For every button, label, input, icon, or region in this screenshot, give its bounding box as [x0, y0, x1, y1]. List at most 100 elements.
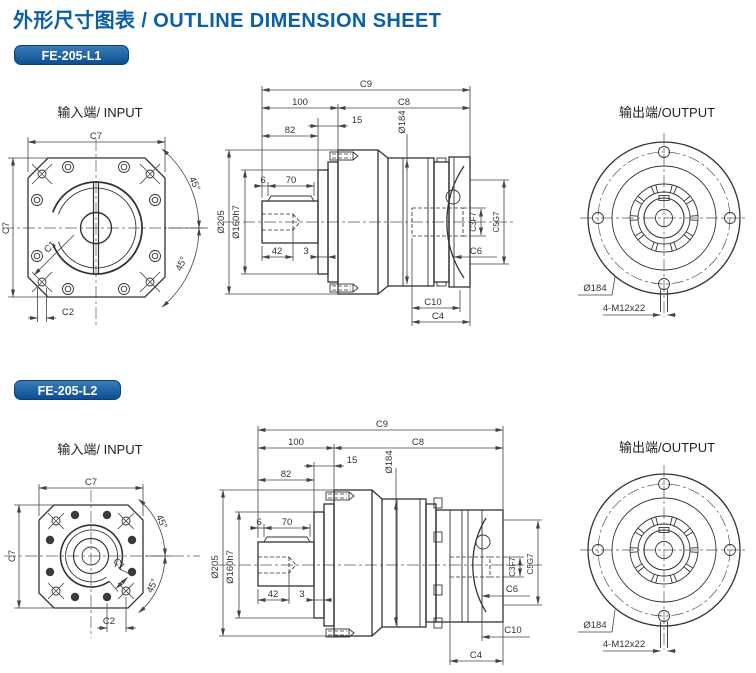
output-view-title: 输出端/OUTPUT [618, 105, 716, 120]
dim-c7-top: C7 [90, 131, 102, 142]
mount-screws [325, 491, 355, 638]
dim-c4: C4 [470, 650, 482, 661]
dim-42: 42 [268, 589, 279, 600]
corner-pin-holes [47, 512, 135, 600]
ring-clips [433, 497, 443, 629]
dim-100: 100 [288, 437, 304, 448]
dim-c10: C10 [504, 625, 521, 636]
output-bolt-label: 4-M12x22 [603, 303, 645, 314]
gear-spline [630, 184, 698, 252]
angle-upper-label: 45° [186, 175, 202, 193]
dim-3: 3 [299, 589, 304, 600]
output-dia184-label: Ø184 [583, 620, 606, 631]
dim-c10: C10 [424, 297, 441, 308]
page-title: 外形尺寸图表 / OUTLINE DIMENSION SHEET [13, 10, 442, 32]
bearing-arc [446, 165, 465, 279]
flange-outline [27, 157, 166, 298]
dimensions: C9 100 C8 15 82 Ø184 6 70 Ø205 Ø160h7 42… [216, 79, 509, 326]
angle-lower-label: 45° [145, 577, 161, 595]
dim-c6: C6 [506, 584, 518, 595]
clamp-ring [51, 181, 143, 275]
output-spigot-hidden [449, 556, 491, 578]
angle-arc-upper [138, 498, 168, 557]
centerlines [580, 133, 748, 317]
dim-3: 3 [303, 246, 308, 257]
angle-upper-label: 45° [153, 513, 169, 531]
shaft-key [267, 195, 315, 202]
output-view-drawing: Ø184 4-M12x22 [578, 465, 748, 653]
output-spigot-hidden [411, 207, 464, 237]
dim-c7-top: C7 [85, 477, 97, 488]
bolt-depth-lines [660, 621, 668, 648]
dim-15: 15 [347, 455, 358, 466]
input-view-title: 输入端/ INPUT [57, 105, 143, 120]
dim-82: 82 [281, 469, 292, 480]
input-view-drawing: C7 C7 C1 C2 45° 45° [1, 131, 208, 325]
shaft-bore-hidden [258, 556, 297, 574]
adapter-ring [425, 503, 437, 623]
flange-bolt-holes [592, 146, 736, 290]
output-view-drawing: Ø184 4-M12x22 [578, 133, 748, 317]
dim-c5: C5G7 [526, 553, 535, 574]
bolt-circle [597, 151, 731, 285]
dim-c2: C2 [62, 307, 74, 318]
output-dia184-label: Ø184 [583, 283, 606, 294]
dim-70: 70 [286, 175, 297, 186]
dim-c7-left: C7 [1, 222, 12, 234]
output-view-title: 输出端/OUTPUT [618, 440, 716, 455]
cone-transition [371, 489, 383, 637]
dim-dia184: Ø184 [384, 450, 395, 473]
output-flange-block [448, 156, 471, 288]
flange-outline [38, 504, 144, 609]
bolt-holes [31, 161, 161, 295]
dim-c9: C9 [376, 419, 388, 430]
model-badge: FE-205-L2 [14, 380, 121, 400]
dim-c3: C3F7 [508, 557, 517, 577]
dimensions: C9 100 C8 15 82 Ø184 6 70 Ø205 Ø160h7 42… [210, 419, 542, 665]
front-housing [337, 149, 379, 295]
input-shaft [257, 541, 315, 587]
dim-c3: C3F7 [469, 212, 478, 232]
output-flange-circles [587, 473, 741, 627]
corner-pin-holes [31, 163, 161, 293]
dia184-leader [578, 276, 616, 296]
flange-hole [475, 534, 491, 550]
dim-100: 100 [292, 97, 308, 108]
dim-82: 82 [285, 125, 296, 136]
center-bore [79, 211, 113, 245]
dim-c5: C5G7 [492, 211, 501, 232]
side-view-drawing: C9 100 C8 15 82 Ø184 6 70 Ø205 Ø160h7 42… [210, 419, 542, 665]
dim-c4: C4 [432, 311, 444, 322]
angle-lower-label: 45° [174, 255, 190, 273]
second-stage [435, 509, 504, 623]
dim-70: 70 [282, 517, 293, 528]
front-housing [333, 489, 373, 637]
dim-6: 6 [260, 175, 265, 186]
side-view-drawing: C9 100 C8 15 82 Ø184 6 70 Ø205 Ø160h7 42… [216, 79, 516, 326]
input-view-drawing: C1 C2 C7 C7 45° 45° [4, 477, 200, 638]
dim-6: 6 [256, 517, 261, 528]
dim-dia205: Ø205 [216, 210, 227, 233]
dim-dia160: Ø160h7 [225, 550, 236, 584]
dim-c6: C6 [470, 246, 482, 257]
gear-housing [381, 498, 427, 628]
bearing-arc [472, 517, 487, 613]
gearbox-body [257, 489, 504, 638]
dim-42: 42 [272, 246, 283, 257]
shaft-bore-hidden [262, 213, 301, 231]
dim-c9: C9 [360, 79, 372, 90]
angle-arc-upper [161, 148, 201, 229]
clamp-ring [59, 524, 124, 588]
c1-leader [33, 234, 75, 276]
mount-screws [329, 151, 359, 293]
bolt-circle [597, 483, 731, 617]
cone-transition [377, 149, 389, 295]
dim-c8: C8 [412, 437, 424, 448]
bolt-holes [45, 510, 137, 602]
centerlines [580, 465, 748, 649]
gearbox-body [261, 149, 471, 295]
center-bore [72, 537, 110, 575]
input-view-title: 输入端/ INPUT [57, 442, 143, 457]
dim-dia205: Ø205 [210, 555, 221, 578]
